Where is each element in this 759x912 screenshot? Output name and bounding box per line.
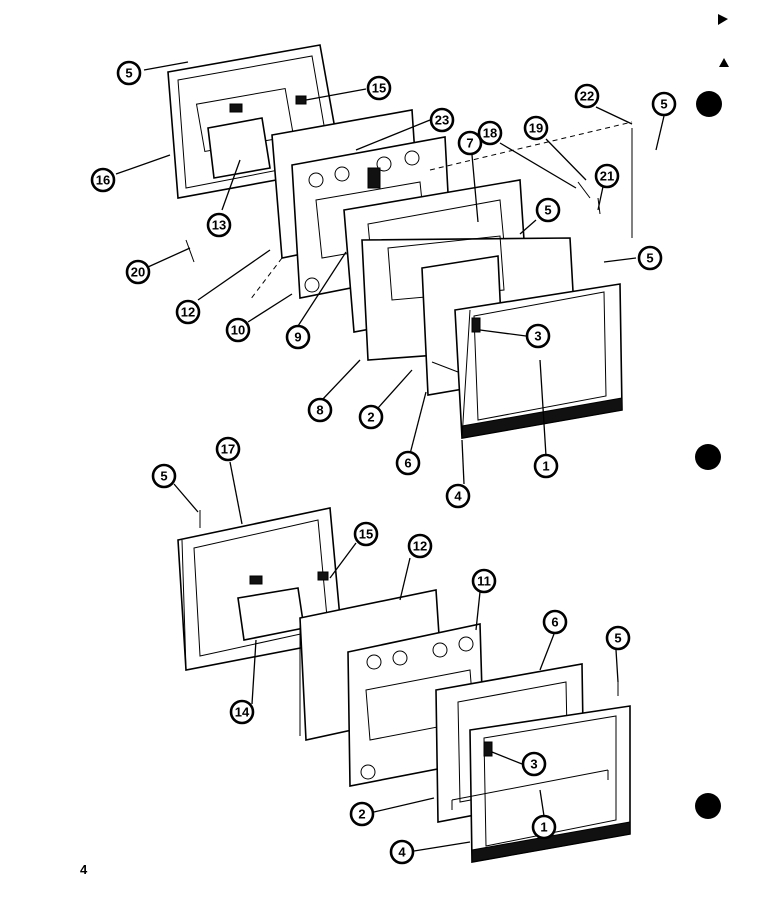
callout: 4 — [389, 839, 415, 865]
callout: 15 — [353, 521, 379, 547]
callout-label: 3 — [534, 329, 541, 344]
callout: 8 — [307, 397, 333, 423]
callout: 1 — [533, 453, 559, 479]
callout: 15 — [366, 75, 392, 101]
callout: 6 — [542, 609, 568, 635]
callout: 22 — [574, 83, 600, 109]
callout: 23 — [429, 107, 455, 133]
lower-callouts: 5 17 15 12 11 6 5 14 3 2 1 4 — [151, 436, 631, 865]
callout-label: 19 — [529, 121, 543, 136]
upper-callouts: 5 16 13 15 23 12 20 10 9 7 18 19 22 5 21… — [90, 60, 677, 509]
callout-label: 8 — [316, 403, 323, 418]
callout: 14 — [229, 699, 255, 725]
callout-label: 21 — [600, 169, 614, 184]
callout: 13 — [206, 212, 232, 238]
callout: 19 — [523, 115, 549, 141]
callout: 5 — [637, 245, 663, 271]
outer-door-upper — [454, 283, 623, 439]
callout-label: 20 — [131, 265, 145, 280]
callout-label: 6 — [551, 615, 558, 630]
callout: 3 — [521, 751, 547, 777]
page-number: 4 — [80, 862, 88, 877]
callout: 2 — [358, 404, 384, 430]
callout-label: 5 — [544, 203, 551, 218]
callout-label: 12 — [181, 305, 195, 320]
callout: 5 — [651, 91, 677, 117]
upper-leader-lines — [115, 61, 665, 485]
callout: 5 — [535, 197, 561, 223]
callout-label: 2 — [367, 410, 374, 425]
callout-label: 3 — [530, 757, 537, 772]
callout-label: 5 — [660, 97, 667, 112]
callout-label: 14 — [235, 705, 250, 720]
callout: 6 — [395, 450, 421, 476]
callout: 17 — [215, 436, 241, 462]
callout-label: 6 — [404, 456, 411, 471]
callout: 2 — [349, 801, 375, 827]
callout-label: 15 — [359, 527, 373, 542]
callout: 5 — [151, 463, 177, 489]
callout: 18 — [477, 120, 503, 146]
callout: 12 — [175, 299, 201, 325]
callout-label: 10 — [231, 323, 245, 338]
callout: 5 — [605, 625, 631, 651]
callout: 10 — [225, 317, 251, 343]
callout-label: 13 — [212, 218, 226, 233]
binder-hole-middle — [695, 444, 721, 470]
callout-label: 5 — [125, 66, 132, 81]
margin-spade-mark — [719, 58, 729, 67]
callout-label: 15 — [372, 81, 386, 96]
callout-label: 5 — [614, 631, 621, 646]
binder-hole-top — [696, 91, 722, 117]
callout-label: 4 — [454, 489, 462, 504]
callout-label: 5 — [646, 251, 653, 266]
margin-marks — [695, 14, 729, 819]
callout: 12 — [407, 533, 433, 559]
callout: 9 — [285, 324, 311, 350]
callout-label: 4 — [398, 845, 406, 860]
callout-label: 2 — [358, 807, 365, 822]
callout-label: 12 — [413, 539, 427, 554]
callout-label: 11 — [477, 574, 491, 589]
outer-door-lower — [451, 705, 631, 863]
callout-label: 1 — [540, 820, 547, 835]
callout-label: 16 — [96, 173, 110, 188]
callout: 3 — [525, 323, 551, 349]
callout: 11 — [471, 568, 497, 594]
callout: 5 — [116, 60, 142, 86]
callout: 4 — [445, 483, 471, 509]
upper-door-assembly — [167, 44, 633, 439]
lower-leader-lines — [173, 461, 619, 852]
callout-label: 9 — [294, 330, 301, 345]
lower-door-assembly — [177, 507, 631, 863]
callout: 7 — [457, 130, 483, 156]
callout-label: 7 — [466, 136, 473, 151]
callout: 16 — [90, 167, 116, 193]
callout: 1 — [531, 814, 557, 840]
callout-label: 22 — [580, 89, 594, 104]
callout-label: 23 — [435, 113, 449, 128]
callout: 20 — [125, 259, 151, 285]
callout-label: 5 — [160, 469, 167, 484]
callout-label: 17 — [221, 442, 235, 457]
margin-triangle-mark — [718, 14, 728, 25]
callout-label: 1 — [542, 459, 549, 474]
callout-label: 18 — [483, 126, 497, 141]
binder-hole-bottom — [695, 793, 721, 819]
callout: 21 — [594, 163, 620, 189]
